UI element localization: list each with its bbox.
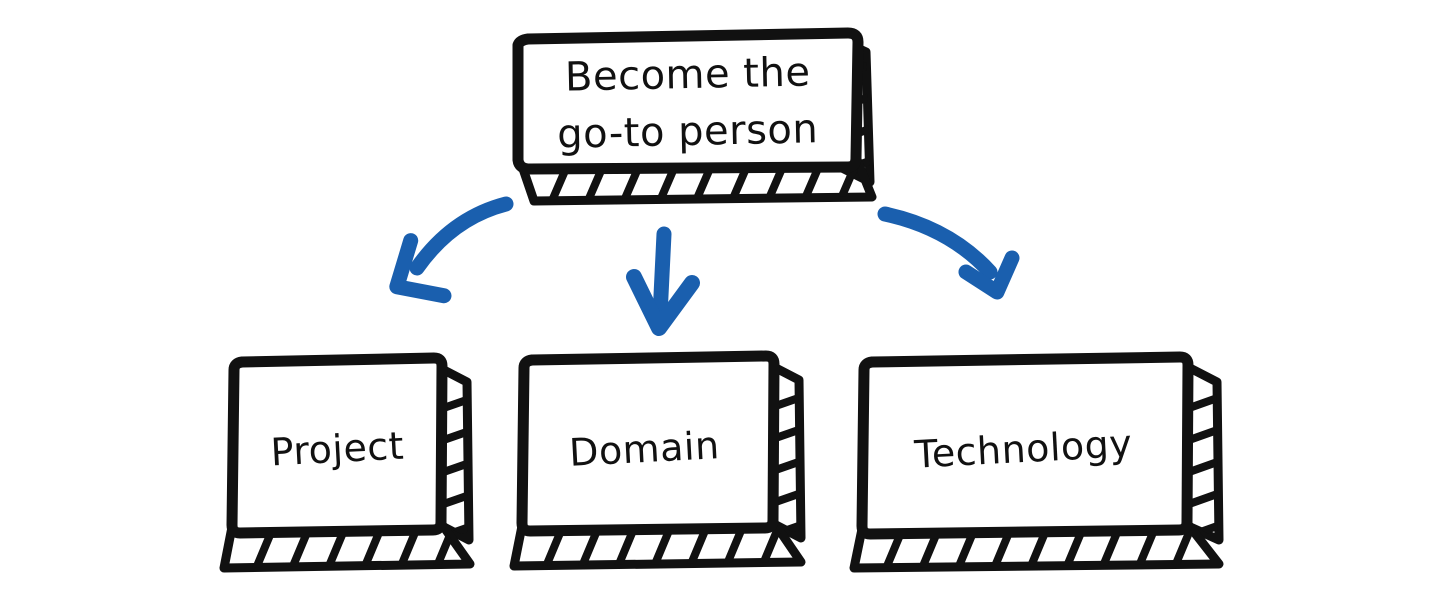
connector-arrows xyxy=(389,196,1020,336)
node-domain-face xyxy=(516,350,780,537)
node-project-face xyxy=(226,352,448,539)
node-domain-label: Domain xyxy=(568,423,721,475)
root-node[interactable]: Become the go-to person xyxy=(512,27,884,210)
root-node-face xyxy=(512,27,864,175)
node-domain[interactable]: Domain xyxy=(509,350,816,576)
root-node-line1: Become the xyxy=(565,49,811,100)
arrow-middle xyxy=(626,226,700,336)
root-node-line2: go-to person xyxy=(557,106,819,157)
arrow-right xyxy=(877,206,1020,300)
arrow-left xyxy=(389,196,514,304)
node-project[interactable]: Project xyxy=(219,352,484,578)
node-project-label: Project xyxy=(270,424,406,475)
node-technology-face xyxy=(856,351,1194,540)
node-technology[interactable]: Technology xyxy=(849,351,1234,578)
